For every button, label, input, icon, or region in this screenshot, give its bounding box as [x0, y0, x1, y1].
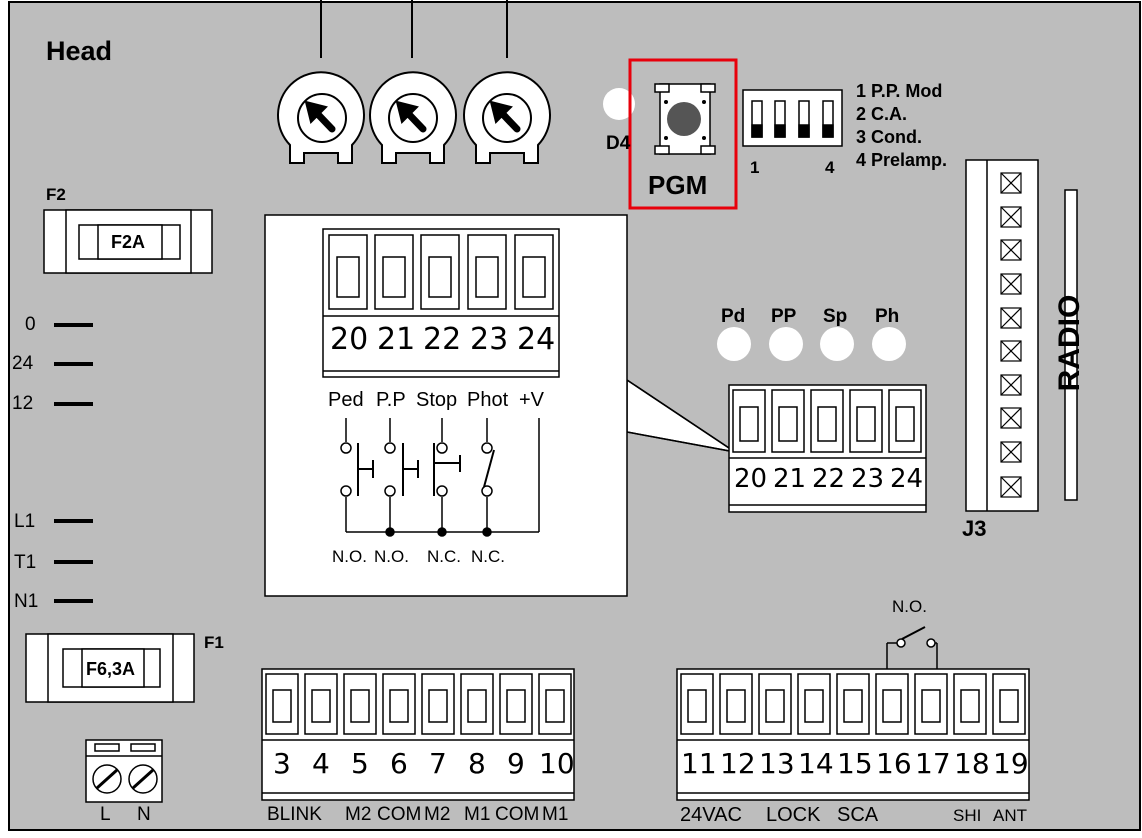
mid-terminal-block [728, 384, 927, 513]
led-pd-label: Pd [721, 306, 746, 327]
radio-label: RADIO [1053, 294, 1086, 392]
j3-label: J3 [962, 516, 987, 541]
callout-terminal-23: 23 [470, 322, 509, 357]
terminal-5: 5 [351, 747, 369, 780]
pgm-label: PGM [648, 170, 708, 200]
fuse-f2 [43, 209, 213, 274]
terminal-14: 14 [798, 747, 834, 780]
led-sp-label: Sp [823, 306, 848, 327]
callout-terminal-20: 20 [330, 322, 369, 357]
label-blink: BLINK [267, 804, 322, 825]
dip-right-index: 4 [825, 158, 835, 177]
terminal-0-label: 0 [25, 314, 36, 335]
terminal-18: 18 [954, 747, 990, 780]
terminal-6: 6 [390, 747, 408, 780]
head-label: Head [46, 36, 113, 66]
mid-terminal-23: 23 [851, 464, 885, 494]
terminal-13: 13 [759, 747, 795, 780]
switch-schematic [340, 418, 540, 537]
contact-pp-type: N.O. [374, 547, 409, 566]
label-shi: SHI [953, 806, 982, 825]
power-l-label: L [100, 804, 111, 825]
terminal-7: 7 [429, 747, 447, 780]
input-ped-label: Ped [328, 389, 364, 411]
contact-ped-type: N.O. [332, 547, 367, 566]
input-phot-label: Phot [467, 389, 509, 411]
pgm-highlight-box [628, 58, 738, 210]
mid-terminal-21: 21 [773, 464, 807, 494]
callout-terminal-22: 22 [423, 322, 462, 357]
terminal-n1-label: N1 [14, 591, 39, 612]
terminal-12: 12 [720, 747, 756, 780]
input-pp-label: P.P [376, 389, 406, 411]
terminal-15: 15 [837, 747, 873, 780]
bottom-right-terminal-block [676, 668, 1030, 801]
f2-label: F2 [46, 185, 66, 204]
label-m2-a: M2 [345, 804, 372, 825]
input-stop-label: Stop [416, 389, 458, 411]
label-com-a: COM [377, 804, 422, 825]
left-terminal-dashes [54, 323, 93, 603]
input-v-label: +V [519, 389, 545, 411]
d4-label: D4 [606, 133, 631, 154]
f1-rating: F6,3A [86, 659, 136, 679]
f1-label: F1 [204, 633, 224, 652]
contact-stop-type: N.C. [427, 547, 461, 566]
terminal-19: 19 [993, 747, 1029, 780]
callout-terminal-21: 21 [377, 322, 416, 357]
label-m1-a: M1 [464, 804, 491, 825]
terminal-9: 9 [507, 747, 525, 780]
mid-terminal-24: 24 [890, 464, 924, 494]
dip-function-1: 1 P.P. Mod [856, 81, 943, 101]
label-com-b: COM [495, 804, 540, 825]
dip-function-4: 4 Prelamp. [856, 150, 948, 170]
contact-phot-type: N.C. [471, 547, 505, 566]
d4-led [603, 88, 635, 120]
terminal-3: 3 [273, 747, 291, 780]
terminal-12-label: 12 [12, 393, 34, 414]
label-lock: LOCK [766, 804, 821, 826]
terminal-8: 8 [468, 747, 486, 780]
no-switch-symbol [886, 626, 938, 669]
power-connector [85, 739, 163, 803]
led-pp-label: PP [771, 306, 797, 327]
label-m2-b: M2 [424, 804, 451, 825]
label-24vac: 24VAC [680, 804, 742, 826]
led-ph-label: Ph [875, 306, 900, 327]
dip-switch [742, 89, 843, 147]
label-ant: ANT [993, 806, 1027, 825]
terminal-4: 4 [312, 747, 330, 780]
dip-function-3: 3 Cond. [856, 127, 922, 147]
mid-terminal-20: 20 [734, 464, 768, 494]
dip-function-2: 2 C.A. [856, 104, 908, 124]
terminal-17: 17 [915, 747, 951, 780]
j3-pins [1000, 172, 1022, 498]
no-switch-label: N.O. [892, 597, 927, 616]
terminal-l1-label: L1 [14, 511, 36, 532]
f2-rating: F2A [111, 232, 146, 252]
callout-terminal-block [322, 228, 560, 378]
terminal-24-label: 24 [12, 353, 34, 374]
terminal-t1-label: T1 [14, 552, 37, 573]
power-n-label: N [137, 804, 151, 825]
terminal-10: 10 [539, 747, 575, 780]
potentiometer-arrows [304, 100, 521, 133]
status-leds [717, 327, 906, 361]
bottom-left-terminal-block [261, 668, 575, 801]
label-sca: SCA [837, 804, 879, 826]
dip-left-index: 1 [750, 158, 760, 177]
terminal-16: 16 [876, 747, 912, 780]
pgm-button [654, 83, 716, 155]
callout-terminal-24: 24 [517, 322, 556, 357]
terminal-11: 11 [681, 747, 717, 780]
mid-terminal-22: 22 [812, 464, 846, 494]
fuse-f1 [25, 633, 195, 703]
label-m1-b: M1 [542, 804, 569, 825]
